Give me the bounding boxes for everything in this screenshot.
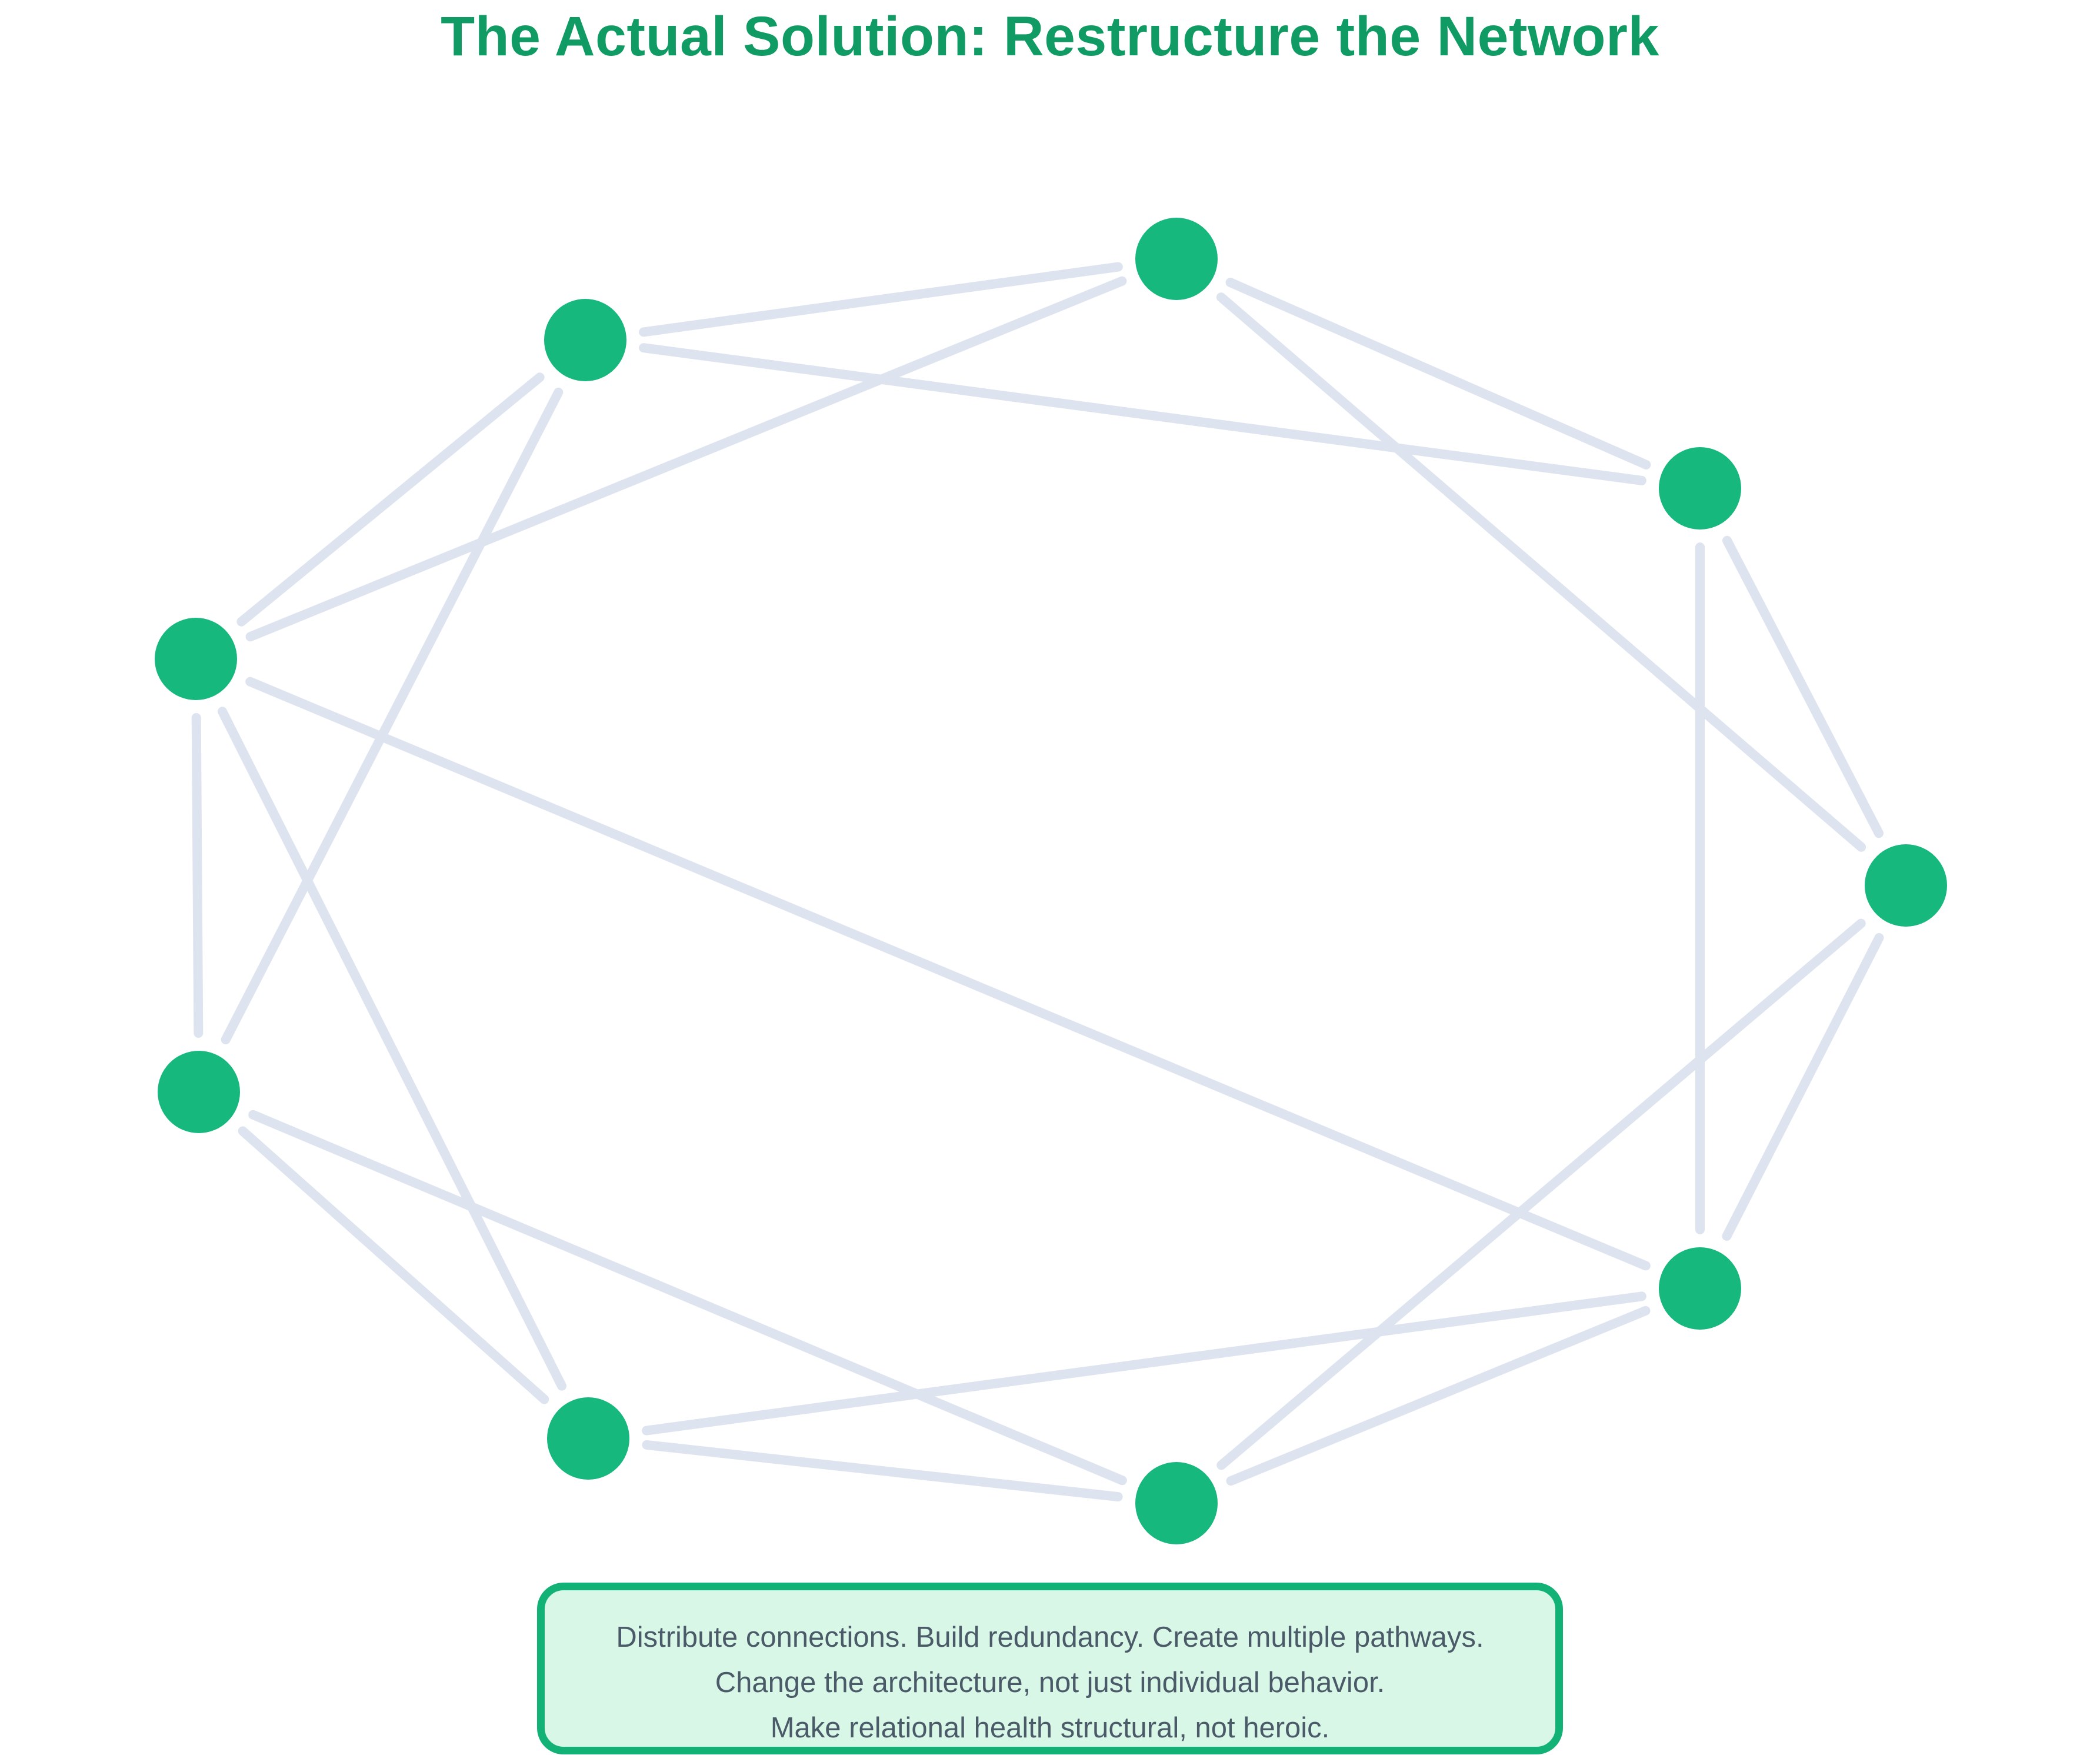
network-edge-node-1-top--node-2-upper-right bbox=[1225, 278, 1651, 469]
network-edge-node-4-lower-right--node-5-bottom bbox=[1226, 1306, 1651, 1486]
node-1-top bbox=[1135, 218, 1218, 300]
network-edge-node-4-lower-right--node-6-bottom-left bbox=[642, 1291, 1646, 1436]
node-3-right bbox=[1865, 844, 1947, 927]
node-8-left bbox=[155, 618, 237, 700]
node-6-bottom-left bbox=[547, 1397, 629, 1480]
network-edge-node-2-upper-right--node-3-right bbox=[1722, 535, 1884, 838]
node-7-lower-left bbox=[158, 1051, 240, 1133]
caption-line-1: Distribute connections. Build redundancy… bbox=[616, 1621, 1484, 1653]
node-4-lower-right bbox=[1659, 1247, 1741, 1330]
network-edge-node-9-upper-left--node-1-top bbox=[639, 262, 1123, 337]
network-edge-node-5-bottom--node-7-lower-left bbox=[248, 1110, 1127, 1486]
node-2-upper-right bbox=[1659, 447, 1741, 530]
network-edge-node-3-right--node-5-bottom bbox=[1216, 918, 1866, 1470]
caption-line-3: Make relational health structural, not h… bbox=[770, 1712, 1330, 1744]
network-edge-node-8-left--node-1-top bbox=[245, 276, 1127, 642]
node-9-upper-left bbox=[544, 299, 626, 381]
network-edge-node-7-lower-left--node-9-upper-left bbox=[221, 387, 564, 1045]
network-edge-node-7-lower-left--node-8-left bbox=[191, 713, 204, 1038]
network-edge-node-8-left--node-4-lower-right bbox=[245, 677, 1651, 1271]
figure-title: The Actual Solution: Restructure the Net… bbox=[441, 5, 1659, 68]
caption-line-2: Change the architecture, not just indivi… bbox=[715, 1667, 1385, 1699]
caption-box: Distribute connections. Build redundancy… bbox=[537, 1583, 1563, 1754]
node-5-bottom bbox=[1135, 1462, 1218, 1544]
network-edge-node-3-right--node-4-lower-right bbox=[1722, 933, 1884, 1241]
network-edge-node-6-bottom-left--node-8-left bbox=[218, 707, 566, 1391]
network-edge-node-5-bottom--node-6-bottom-left bbox=[642, 1440, 1123, 1502]
network-edge-node-6-bottom-left--node-7-lower-left bbox=[238, 1126, 549, 1404]
network-edge-node-1-top--node-3-right bbox=[1216, 292, 1866, 852]
network-edge-node-9-upper-left--node-2-upper-right bbox=[639, 343, 1646, 485]
network-edge-node-8-left--node-9-upper-left bbox=[236, 372, 545, 627]
